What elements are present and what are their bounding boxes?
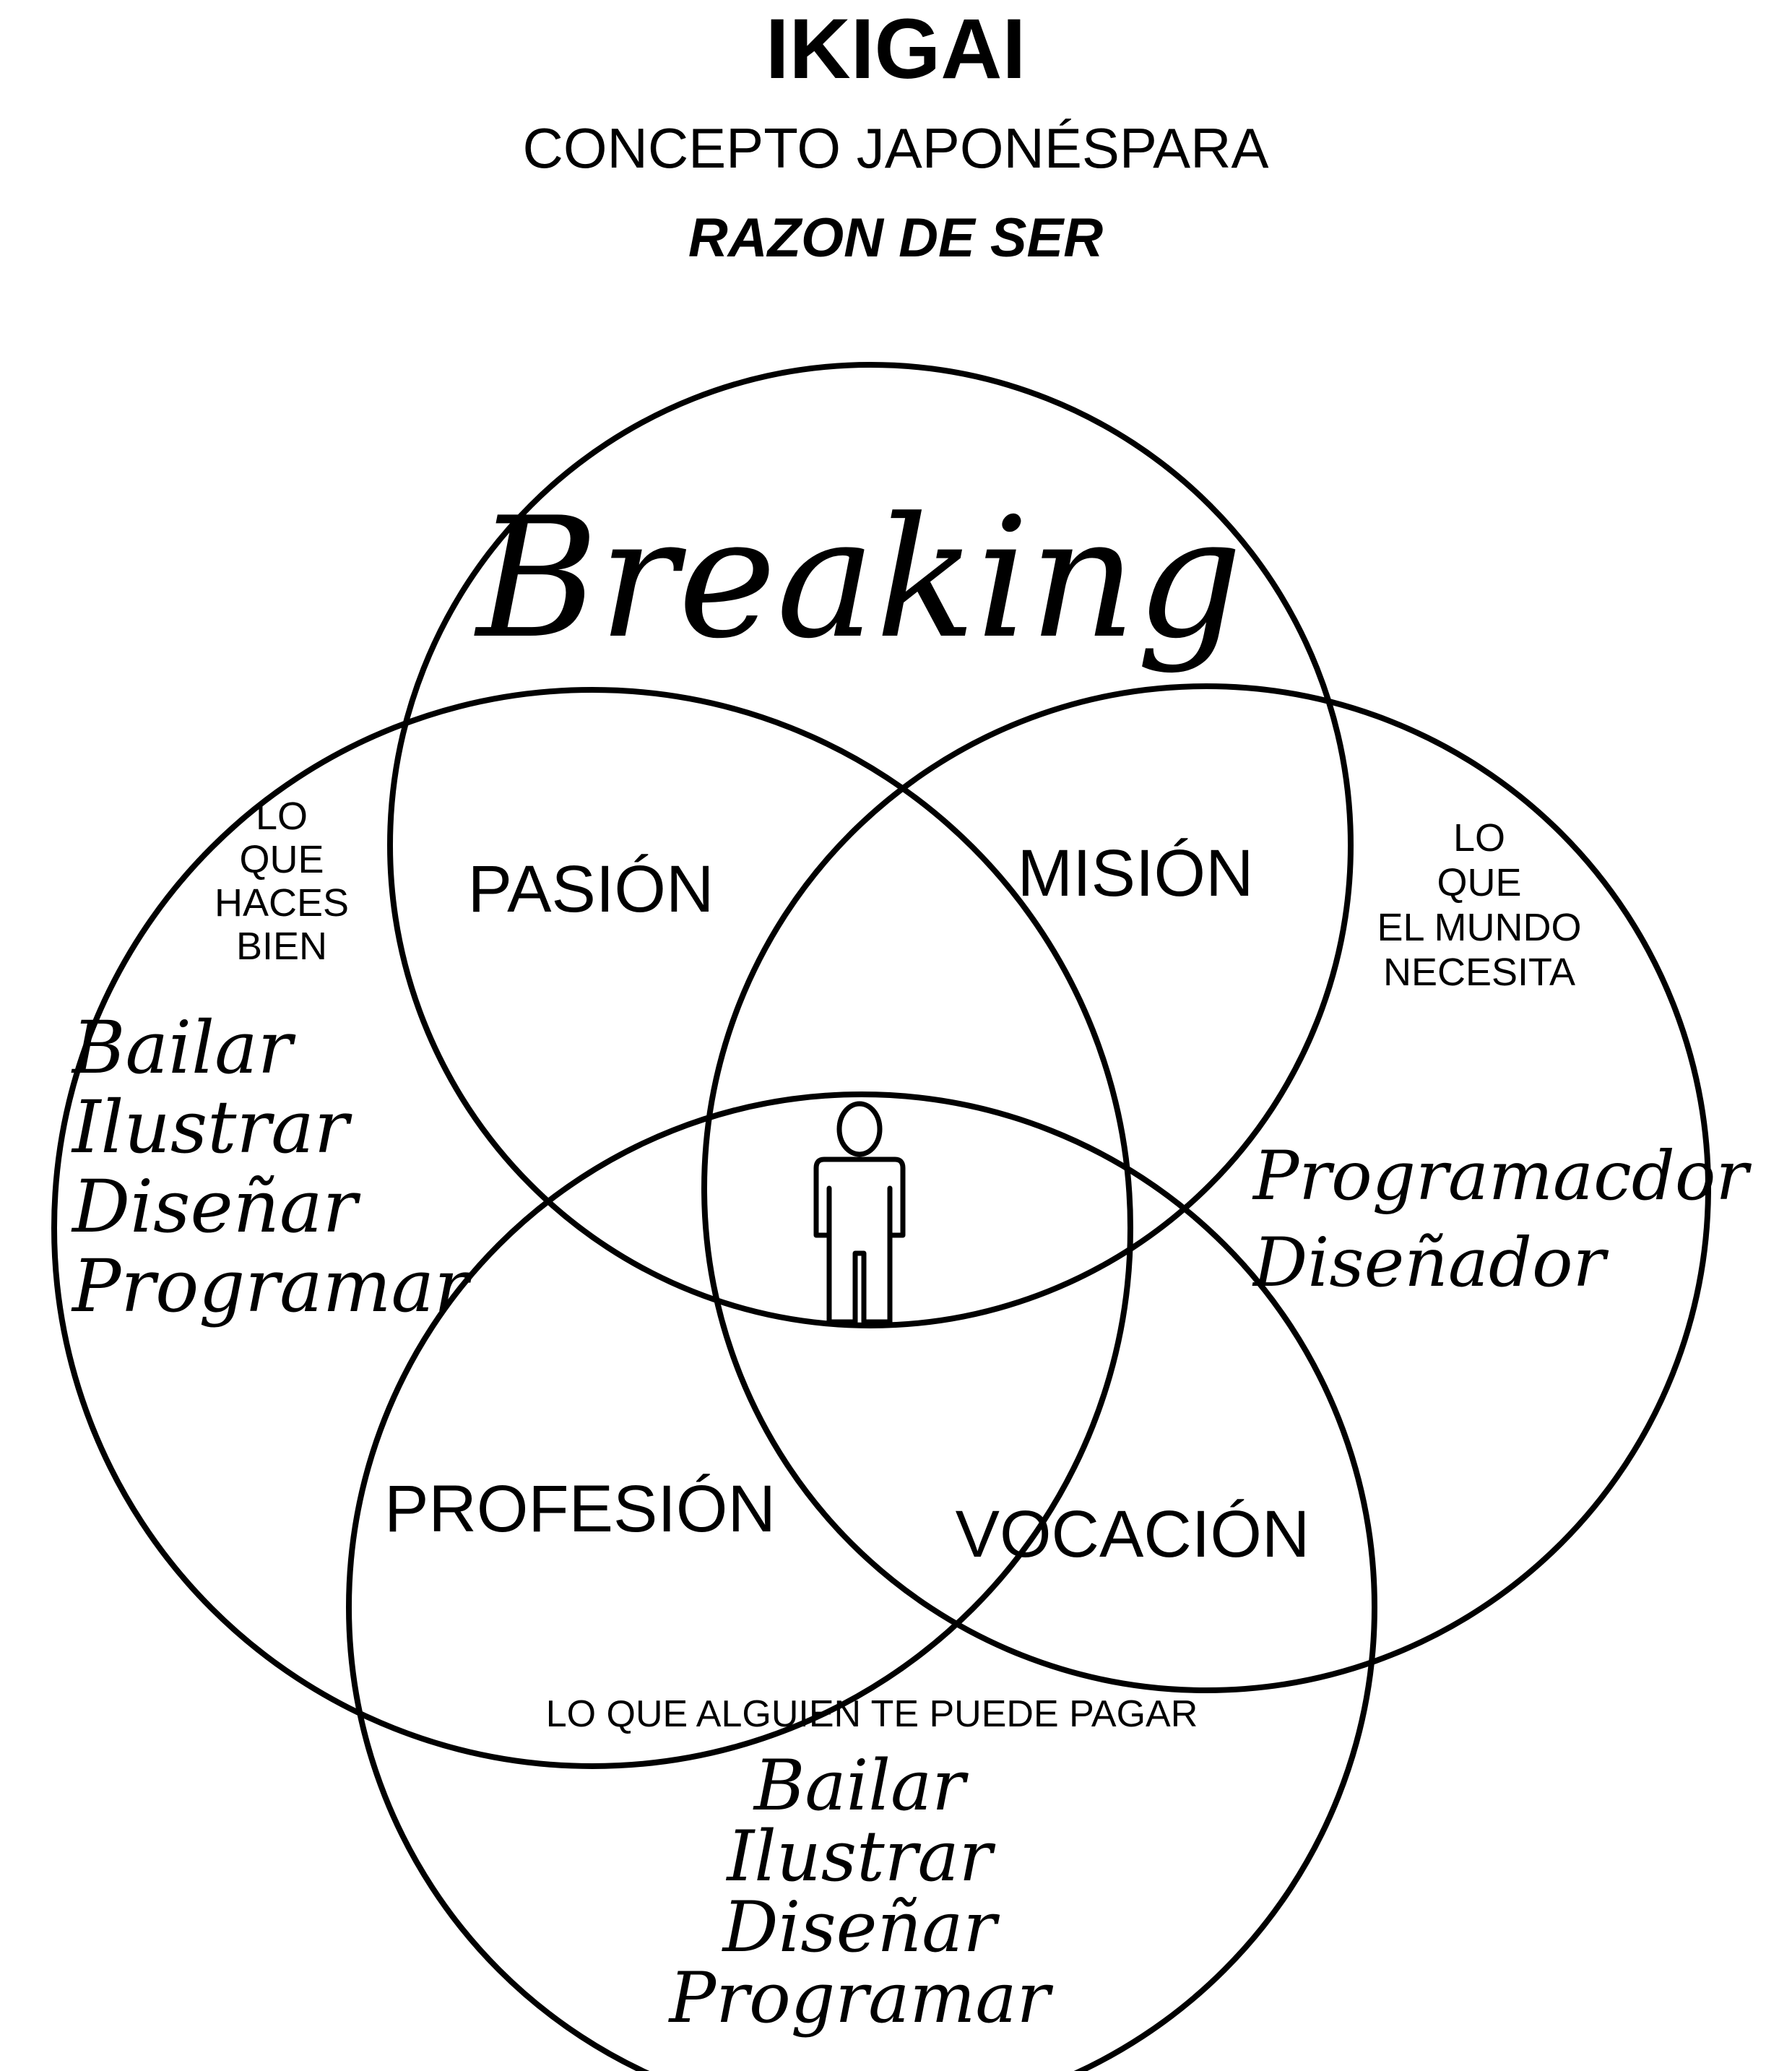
circle-bottom [346, 1091, 1377, 2071]
intersection-mision: MISIÓN [1017, 836, 1253, 910]
bottom-item: Bailar [753, 1745, 969, 1826]
intersection-vocacion: VOCACIÓN [956, 1497, 1310, 1571]
left-circle-items: Bailar Ilustrar Diseñar Programar [71, 1006, 472, 1328]
left-item: Bailar [71, 1006, 296, 1090]
right-circle-items: Programacdor Diseñador [1252, 1137, 1752, 1302]
bottom-item: Programar [667, 1958, 1053, 2038]
left-label-line: QUE [239, 838, 324, 881]
page-title: IKIGAI [766, 1, 1026, 97]
circle-left [51, 687, 1133, 1769]
right-label-line: QUE [1437, 861, 1521, 904]
left-label-line: LO [256, 795, 308, 838]
right-item: Diseñador [1252, 1224, 1609, 1302]
circle-top [387, 362, 1354, 1328]
left-item: Programar [71, 1244, 472, 1328]
right-label-line: NECESITA [1383, 951, 1575, 994]
person-icon [813, 1101, 906, 1325]
top-circle-word: Breaking [474, 483, 1243, 675]
right-item: Programacdor [1252, 1137, 1752, 1216]
left-label-line: HACES [215, 881, 349, 925]
left-circle-label: LO QUE HACES BIEN [215, 795, 349, 968]
page-subtitle: CONCEPTO JAPONÉSPARA [522, 116, 1268, 180]
bottom-item: Ilustrar [725, 1816, 995, 1897]
intersection-pasion: PASIÓN [468, 852, 714, 926]
right-label-line: EL MUNDO [1377, 906, 1581, 949]
bottom-item: Diseñar [722, 1887, 1000, 1968]
right-label-line: LO [1453, 816, 1505, 860]
person-body [813, 1156, 906, 1325]
left-label-line: BIEN [236, 925, 327, 968]
circle-right [701, 683, 1711, 1693]
person-head [836, 1101, 883, 1157]
bottom-circle-items: Bailar Ilustrar Diseñar Programar [667, 1745, 1053, 2038]
page-tagline: RAZON DE SER [688, 207, 1103, 269]
left-item: Ilustrar [71, 1085, 352, 1169]
left-item: Diseñar [71, 1164, 361, 1249]
intersection-profesion: PROFESIÓN [384, 1472, 776, 1546]
right-circle-label: LO QUE EL MUNDO NECESITA [1377, 816, 1581, 994]
bottom-circle-label: LO QUE ALGUIEN TE PUEDE PAGAR [546, 1693, 1198, 1735]
